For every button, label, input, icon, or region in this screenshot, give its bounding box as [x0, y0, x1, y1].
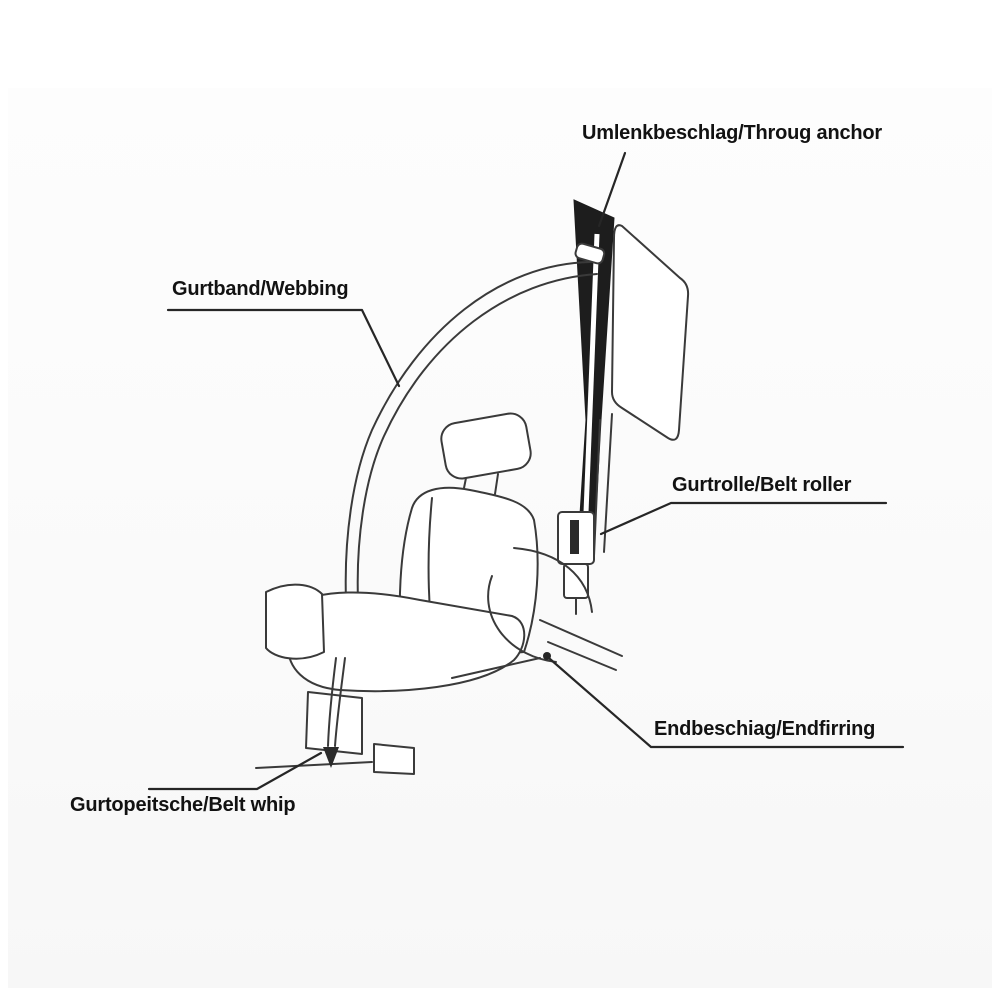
leader-throug-anchor — [597, 151, 627, 228]
leader-end-fitting — [548, 657, 905, 749]
leader-belt-roller — [599, 501, 888, 536]
leader-webbing — [166, 308, 401, 388]
label-belt-roller: Gurtrolle/Belt roller — [672, 474, 852, 496]
belt-roller-mechanism — [487, 511, 595, 663]
floor-lines — [451, 619, 623, 679]
belt-whip-strap — [323, 657, 346, 768]
label-belt-whip: Gurtopeitsche/Belt whip — [70, 794, 296, 816]
window-shape — [611, 224, 690, 441]
label-throug-anchor: Umlenkbeschlag/Throug anchor — [582, 122, 883, 144]
leader-lines — [147, 151, 905, 791]
label-webbing: Gurtband/Webbing — [172, 278, 349, 300]
through-anchor-bracket — [574, 242, 606, 265]
label-end-fitting: Endbeschiag/Endfirring — [654, 718, 876, 740]
leader-belt-whip — [147, 751, 323, 791]
b-pillar-shape — [573, 199, 615, 557]
seat-drawing — [255, 412, 539, 775]
end-fitting-point — [543, 652, 551, 660]
